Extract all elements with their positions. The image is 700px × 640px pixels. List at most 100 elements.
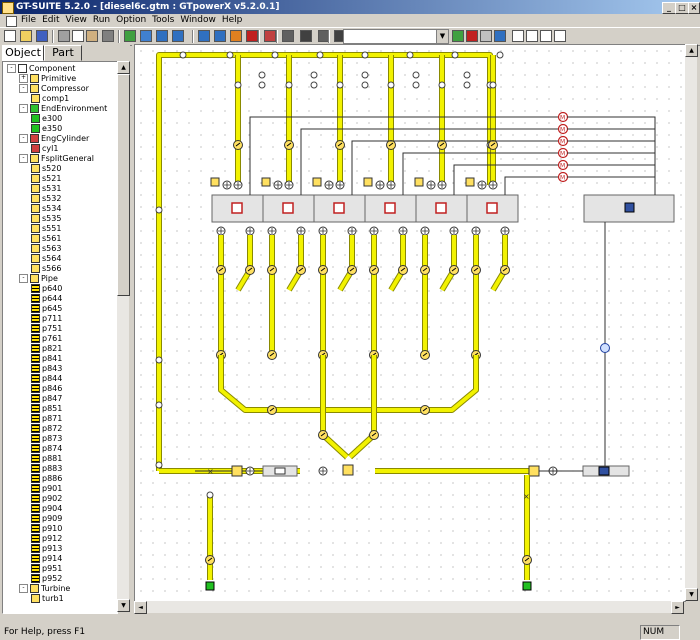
tree-item-p872[interactable]: p872 <box>31 424 62 434</box>
tree-item-p751[interactable]: p751 <box>31 324 62 334</box>
chevron-down-icon[interactable]: ▼ <box>436 30 448 43</box>
collapse-icon[interactable]: - <box>19 584 28 593</box>
tree-item-comp1[interactable]: comp1 <box>31 94 69 104</box>
copy-icon[interactable] <box>72 30 84 42</box>
tree-folder-fsplitgeneral[interactable]: -FsplitGeneral <box>19 154 94 164</box>
tree-item-s532[interactable]: s532 <box>31 194 61 204</box>
pan-icon[interactable] <box>214 30 226 42</box>
chart-icon[interactable] <box>124 30 136 42</box>
stop-icon[interactable] <box>246 30 258 42</box>
collapse-icon[interactable]: - <box>19 154 28 163</box>
tree-scroll-thumb[interactable] <box>117 74 130 296</box>
menu-option[interactable]: Option <box>116 15 147 25</box>
tree-item-p912[interactable]: p912 <box>31 534 62 544</box>
tree-item-p883[interactable]: p883 <box>31 464 62 474</box>
tree-item-p841[interactable]: p841 <box>31 354 62 364</box>
print-icon[interactable] <box>102 30 114 42</box>
tree-item-p851[interactable]: p851 <box>31 404 62 414</box>
tree-item-p913[interactable]: p913 <box>31 544 62 554</box>
tree-item-s531[interactable]: s531 <box>31 184 61 194</box>
grid-icon[interactable] <box>480 30 492 42</box>
cut-icon[interactable] <box>58 30 70 42</box>
tree-item-p910[interactable]: p910 <box>31 524 62 534</box>
tree-item-s566[interactable]: s566 <box>31 264 61 274</box>
tree-folder-component[interactable]: -Component <box>7 64 75 74</box>
run-icon[interactable] <box>230 30 242 42</box>
tree-item-p873[interactable]: p873 <box>31 434 62 444</box>
tree-item-p871[interactable]: p871 <box>31 414 62 424</box>
scroll-down-icon[interactable]: ▼ <box>117 599 130 612</box>
tree-item-p844[interactable]: p844 <box>31 374 62 384</box>
tab-object[interactable]: Object <box>2 45 44 61</box>
tree-item-s535[interactable]: s535 <box>31 214 61 224</box>
tree-item-s561[interactable]: s561 <box>31 234 61 244</box>
canvas-hscrollbar[interactable]: ◄ ► <box>134 601 684 614</box>
collapse-icon[interactable]: - <box>19 274 28 283</box>
frame-icon[interactable] <box>512 30 524 42</box>
tree-item-p881[interactable]: p881 <box>31 454 62 464</box>
zoom-in-icon[interactable] <box>156 30 168 42</box>
expand-icon[interactable]: + <box>19 74 28 83</box>
tab-part[interactable]: Part <box>44 45 82 61</box>
tree-item-p914[interactable]: p914 <box>31 554 62 564</box>
collapse-icon[interactable]: - <box>7 64 16 73</box>
tree-item-s520[interactable]: s520 <box>31 164 61 174</box>
tree-item-turb1[interactable]: turb1 <box>31 594 64 604</box>
text-icon[interactable] <box>300 30 312 42</box>
tree-item-p843[interactable]: p843 <box>31 364 62 374</box>
scroll-up-icon[interactable]: ▲ <box>117 61 130 74</box>
collapse-icon[interactable]: - <box>19 134 28 143</box>
tree-item-cyl1[interactable]: cyl1 <box>31 144 58 154</box>
zoom-out-icon[interactable] <box>172 30 184 42</box>
toolbar-combo[interactable]: ▼ <box>343 29 449 44</box>
canvas-vscrollbar[interactable]: ▲ ▼ <box>685 44 698 601</box>
minimize-button[interactable]: _ <box>662 2 676 14</box>
tree-item-p886[interactable]: p886 <box>31 474 62 484</box>
layer-icon[interactable] <box>452 30 464 42</box>
collapse-icon[interactable]: - <box>19 104 28 113</box>
zoom-fit-icon[interactable] <box>198 30 210 42</box>
tree-item-s563[interactable]: s563 <box>31 244 61 254</box>
tree-folder-turbine[interactable]: -Turbine <box>19 584 70 594</box>
tree-folder-compressor[interactable]: -Compressor <box>19 84 89 94</box>
tree-folder-primitive[interactable]: +Primitive <box>19 74 76 84</box>
scroll-up-icon[interactable]: ▲ <box>685 44 698 57</box>
frame2-icon[interactable] <box>526 30 538 42</box>
info-icon[interactable] <box>494 30 506 42</box>
new-icon[interactable] <box>4 30 16 42</box>
tree-item-p711[interactable]: p711 <box>31 314 62 324</box>
tree-folder-engcylinder[interactable]: -EngCylinder <box>19 134 89 144</box>
scroll-down-icon[interactable]: ▼ <box>685 588 698 601</box>
menu-window[interactable]: Window <box>180 15 216 25</box>
tree-scrollbar[interactable]: ▲ ▼ <box>117 61 130 612</box>
scroll-right-icon[interactable]: ► <box>671 601 684 614</box>
tree-item-s551[interactable]: s551 <box>31 224 61 234</box>
tree-item-p952[interactable]: p952 <box>31 574 62 584</box>
open-icon[interactable] <box>20 30 32 42</box>
pointer-icon[interactable] <box>554 30 566 42</box>
plot-icon[interactable] <box>140 30 152 42</box>
menu-view[interactable]: View <box>65 15 87 25</box>
label-icon[interactable] <box>540 30 552 42</box>
maximize-button[interactable]: □ <box>675 2 689 14</box>
tree-item-s521[interactable]: s521 <box>31 174 61 184</box>
tree-item-p847[interactable]: p847 <box>31 394 62 404</box>
menu-edit[interactable]: Edit <box>42 15 60 25</box>
tree-item-e300[interactable]: e300 <box>31 114 62 124</box>
tree-item-p761[interactable]: p761 <box>31 334 62 344</box>
tree-item-p901[interactable]: p901 <box>31 484 62 494</box>
collapse-icon[interactable]: - <box>19 84 28 93</box>
menu-tools[interactable]: Tools <box>152 15 175 25</box>
close-button[interactable]: × <box>688 2 700 14</box>
delete-icon[interactable] <box>466 30 478 42</box>
tree-item-p846[interactable]: p846 <box>31 384 62 394</box>
tree-item-p644[interactable]: p644 <box>31 294 62 304</box>
tree-folder-endenvironment[interactable]: -EndEnvironment <box>19 104 107 114</box>
save-icon[interactable] <box>36 30 48 42</box>
menu-file[interactable]: File <box>21 15 37 25</box>
library-icon[interactable] <box>264 30 276 42</box>
tree-item-p640[interactable]: p640 <box>31 284 62 294</box>
tree-folder-pipe[interactable]: -Pipe <box>19 274 58 284</box>
tree-item-s564[interactable]: s564 <box>31 254 61 264</box>
